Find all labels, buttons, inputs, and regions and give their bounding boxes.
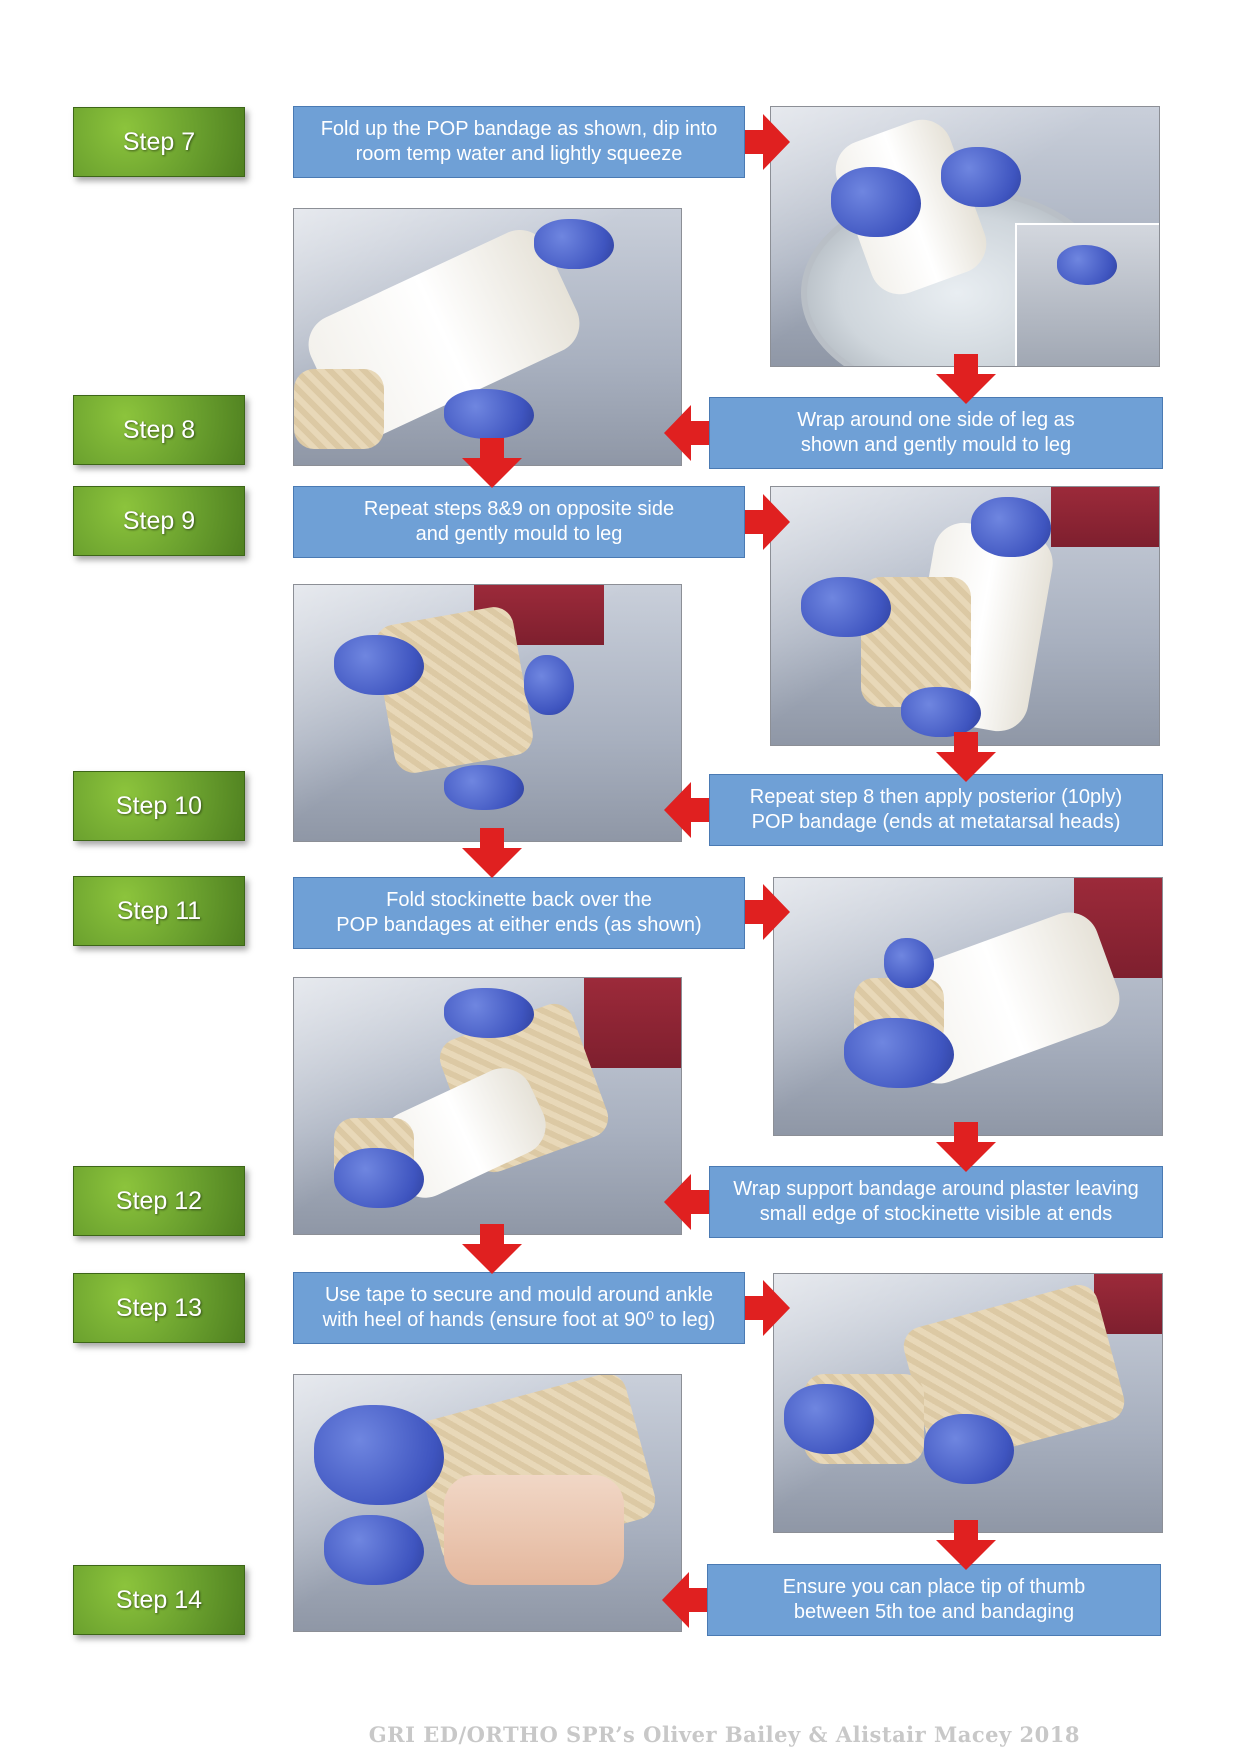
step-13-label: Step 13: [73, 1273, 245, 1343]
arrow-down-to-step-14: [936, 1520, 996, 1570]
photo-step-13-tape-ankle: [773, 1273, 1163, 1533]
arrow-down-to-step-13: [462, 1224, 522, 1274]
arrow-left-step-10: [664, 782, 709, 838]
step-10-label: Step 10: [73, 771, 245, 841]
step-11-label: Step 11: [73, 876, 245, 946]
step-10-instruction: Repeat step 8 then apply posterior (10pl…: [709, 774, 1163, 846]
photo-step-12-support-bandage: [293, 977, 682, 1235]
arrow-right-step-9: [745, 494, 790, 550]
arrow-right-step-11: [745, 884, 790, 940]
arrow-right-step-7: [745, 114, 790, 170]
step-11-instruction: Fold stockinette back over the POP banda…: [293, 877, 745, 949]
photo-step-7-dipping-bandage: [770, 106, 1160, 367]
photo-step-8-wrapping-leg: [293, 208, 682, 466]
arrow-left-step-14: [662, 1572, 707, 1628]
step-14-instruction: Ensure you can place tip of thumb betwee…: [707, 1564, 1161, 1636]
arrow-down-to-step-11: [462, 828, 522, 878]
arrow-down-to-step-12: [936, 1122, 996, 1172]
arrow-down-to-step-10: [936, 732, 996, 782]
photo-step-14-thumb-check: [293, 1374, 682, 1632]
step-14-label: Step 14: [73, 1565, 245, 1635]
step-8-label: Step 8: [73, 395, 245, 465]
arrow-left-step-8: [664, 405, 709, 461]
photo-step-11-fold-stockinette: [773, 877, 1163, 1136]
arrow-down-to-step-9: [462, 438, 522, 488]
arrow-right-step-13: [745, 1280, 790, 1336]
step-8-instruction: Wrap around one side of leg as shown and…: [709, 397, 1163, 469]
photo-step-9-opposite-side: [770, 486, 1160, 746]
footer-credit: GRI ED/ORTHO SPR’s Oliver Bailey & Alist…: [368, 1722, 1080, 1747]
arrow-left-step-12: [664, 1174, 709, 1230]
step-7-label: Step 7: [73, 107, 245, 177]
photo-step-10-posterior-slab: [293, 584, 682, 842]
step-9-instruction: Repeat steps 8&9 on opposite side and ge…: [293, 486, 745, 558]
step-13-instruction: Use tape to secure and mould around ankl…: [293, 1272, 745, 1344]
step-9-label: Step 9: [73, 486, 245, 556]
step-12-label: Step 12: [73, 1166, 245, 1236]
arrow-down-to-step-8: [936, 354, 996, 404]
step-7-instruction: Fold up the POP bandage as shown, dip in…: [293, 106, 745, 178]
step-12-instruction: Wrap support bandage around plaster leav…: [709, 1166, 1163, 1238]
